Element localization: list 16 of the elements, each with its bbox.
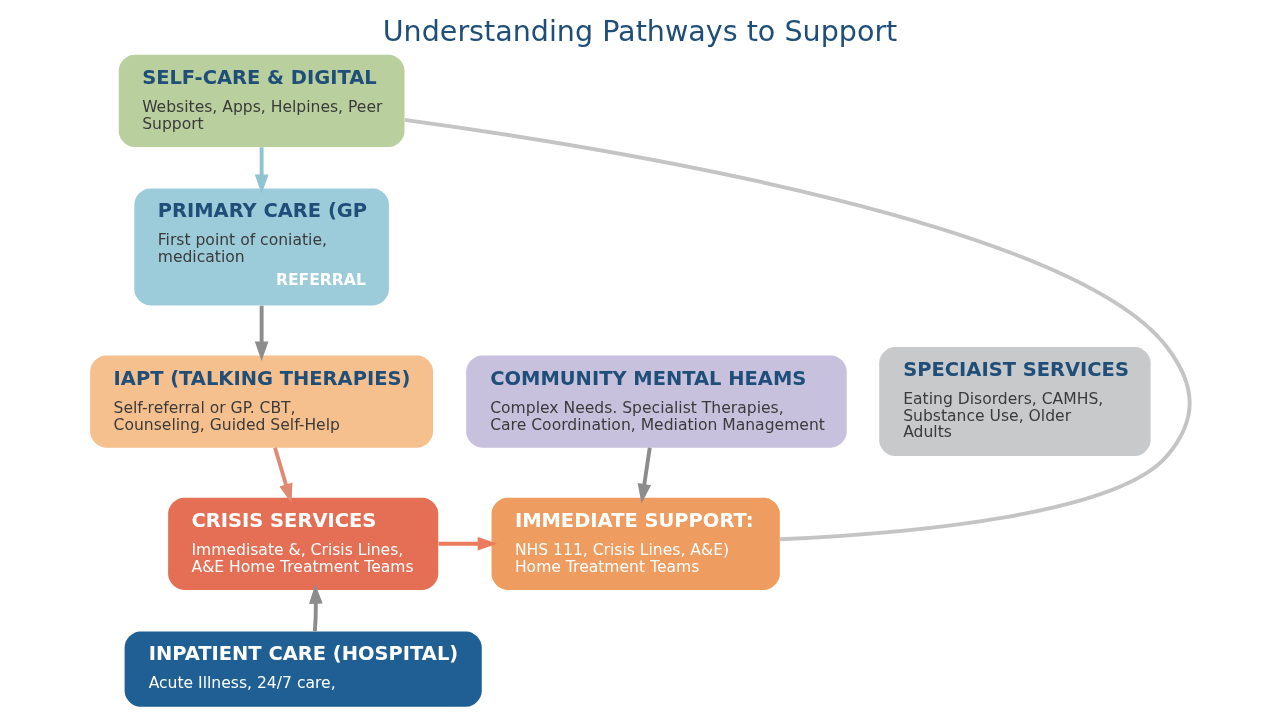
node-box: SPECIAIST SERVICES Eating Disorders, CAMHS, Substance Use, Older Adults [879, 347, 1151, 457]
node-box: CRISIS SERVICES Immedisate &, Crisis Lines, A&E Home Treatment Teams [168, 497, 439, 590]
node-box: IAPT (TALKING THERAPIES) Self-referral or GP. CBT, Counseling, Guided Self-Help [90, 355, 434, 448]
arrow [254, 147, 269, 195]
node-box: COMMUNITY MENTAL HEAMS Complex Needs. Specialist Therapies, Care Coordination, Mediation Management [466, 355, 847, 448]
arrow [273, 447, 293, 504]
node-box: INPATIENT CARE (HOSPITAL) Acute Illness, 24/7 care, [124, 631, 482, 707]
arrow [254, 305, 269, 361]
node-box: IMMEDIATE SUPPORT: NHS 111, Crisis Lines, A&E) Home Treatment Teams [491, 497, 780, 590]
connector [404, 117, 1192, 542]
arrow [309, 584, 323, 632]
diagram-title: Understanding Pathways to Support [382, 14, 898, 49]
arrow [438, 536, 498, 551]
node-box: PRIMARY CARE (GP First point of coniatie, medication REFERRAL [134, 188, 389, 306]
arrow [637, 447, 652, 504]
node-box: SELF-CARE & DIGITAL Websites, Apps, Helpines, Peer Support [118, 54, 405, 147]
